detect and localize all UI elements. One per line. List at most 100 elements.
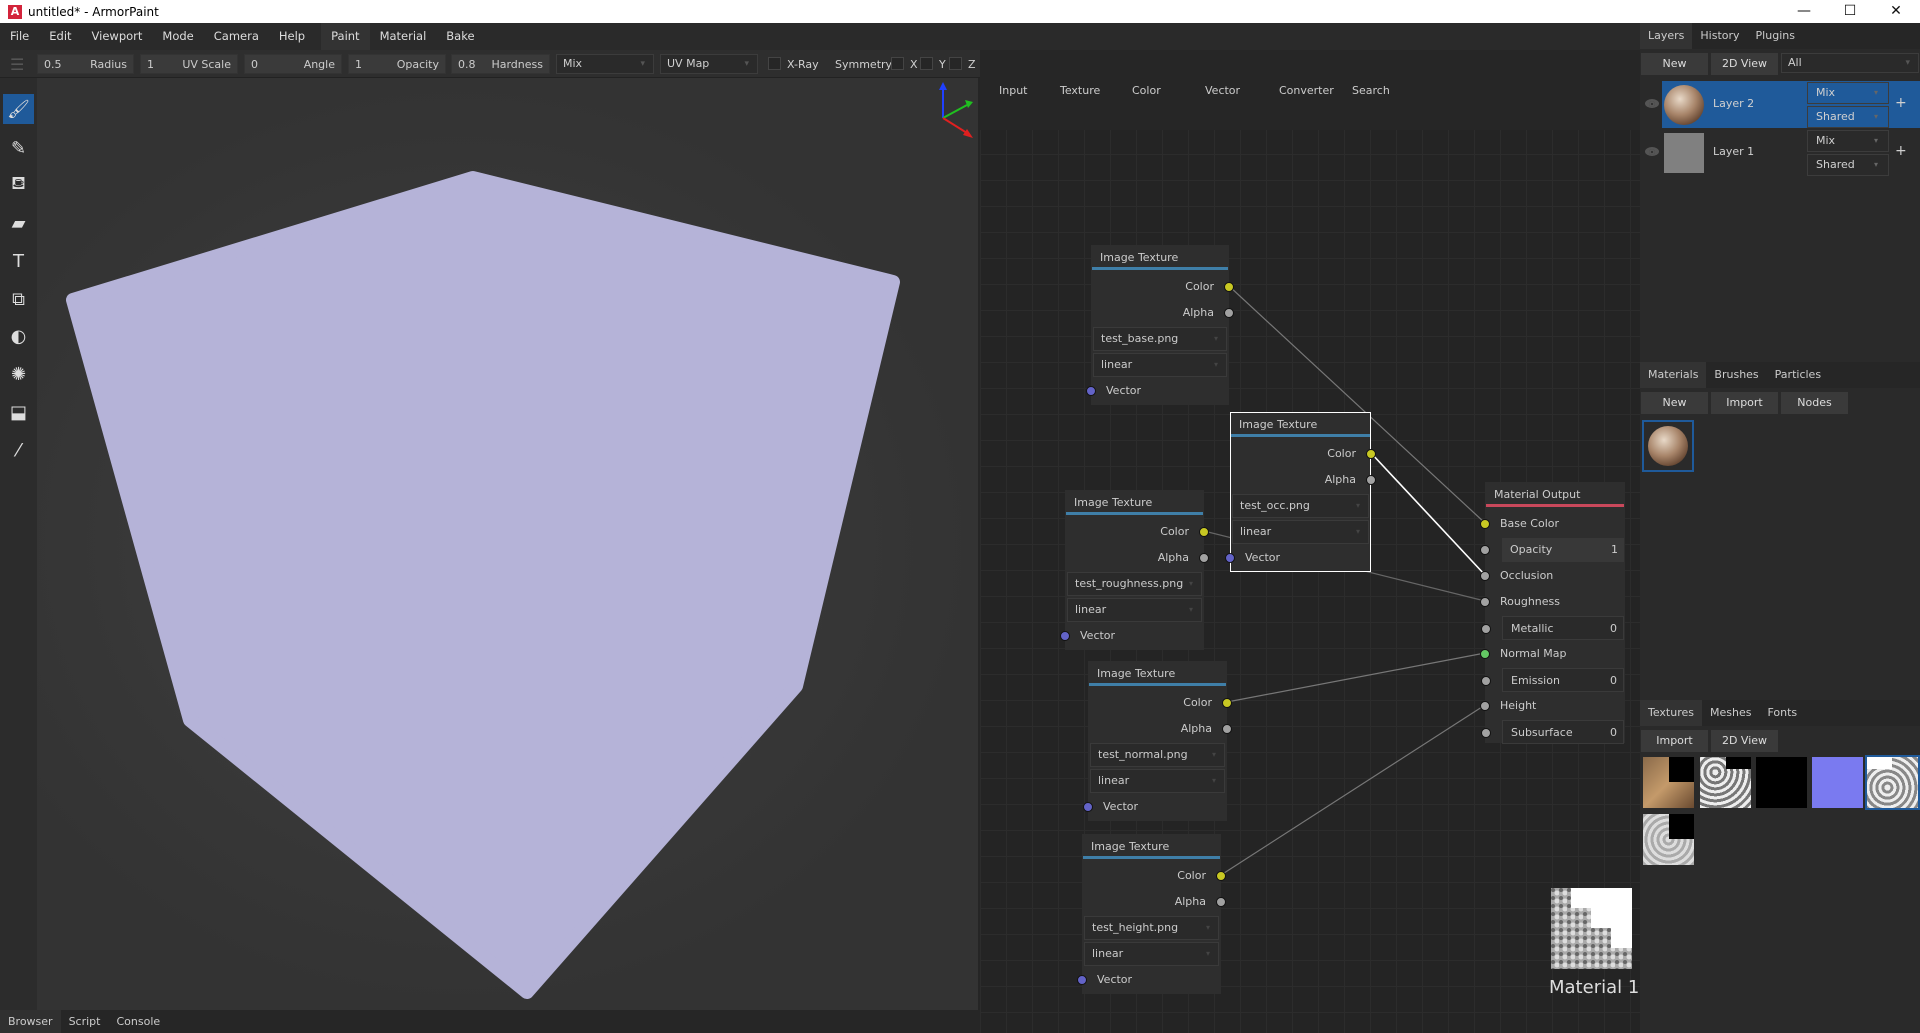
image-texture-node[interactable]: Image TextureColorAlphatest_base.pngline…: [1086, 245, 1234, 405]
tab-bake[interactable]: Bake: [446, 29, 475, 43]
category-input[interactable]: Input: [999, 84, 1028, 97]
symmetry-z-checkbox[interactable]: [949, 57, 962, 70]
image-texture-node[interactable]: Image TextureColorAlphatest_occ.pnglinea…: [1225, 412, 1376, 572]
image-file-dropdown[interactable]: test_normal.png: [1090, 743, 1225, 767]
input-socket[interactable]: [1480, 545, 1490, 555]
add-mask-button[interactable]: +: [1895, 143, 1907, 159]
import-texture-button[interactable]: Import: [1641, 730, 1708, 752]
input-socket[interactable]: [1480, 571, 1490, 581]
input-socket[interactable]: [1480, 701, 1490, 711]
menu-file[interactable]: File: [10, 29, 30, 43]
layer-filter-dropdown[interactable]: All: [1781, 53, 1919, 73]
blend-mode-dropdown[interactable]: Mix: [556, 54, 654, 74]
interpolation-dropdown[interactable]: linear: [1093, 353, 1227, 377]
image-file-dropdown[interactable]: test_height.png: [1084, 916, 1219, 940]
minimize-button[interactable]: —: [1797, 3, 1811, 19]
new-material-button[interactable]: New: [1641, 392, 1708, 414]
image-file-dropdown[interactable]: test_roughness.png: [1067, 572, 1202, 596]
category-texture[interactable]: Texture: [1060, 84, 1101, 97]
uv-map-dropdown[interactable]: UV Map: [660, 54, 758, 74]
tab-browser[interactable]: Browser: [0, 1010, 61, 1033]
layer-row-layer-2[interactable]: Layer 2 Mix Shared +: [1640, 81, 1920, 129]
alpha-output-socket[interactable]: [1199, 553, 1209, 563]
eraser-icon[interactable]: ✎: [10, 137, 27, 159]
symmetry-x-checkbox[interactable]: [891, 57, 904, 70]
input-socket[interactable]: [1481, 728, 1491, 738]
add-mask-button[interactable]: +: [1895, 95, 1907, 111]
interpolation-dropdown[interactable]: linear: [1090, 769, 1225, 793]
particle-icon[interactable]: ✺: [10, 363, 27, 385]
visibility-eye-icon[interactable]: [1645, 147, 1659, 156]
bake-icon[interactable]: ⬓: [9, 401, 27, 423]
image-file-dropdown[interactable]: test_occ.png: [1232, 494, 1369, 518]
toolbar-grip-icon[interactable]: ☰: [10, 55, 25, 74]
tab-textures[interactable]: Textures: [1640, 700, 1702, 726]
interpolation-dropdown[interactable]: linear: [1232, 520, 1369, 544]
alpha-output-socket[interactable]: [1222, 724, 1232, 734]
decal-icon[interactable]: ▰: [11, 212, 26, 234]
tab-paint[interactable]: Paint: [321, 23, 370, 50]
color-output-socket[interactable]: [1216, 871, 1226, 881]
category-color[interactable]: Color: [1132, 84, 1161, 97]
clone-icon[interactable]: ⧉: [12, 288, 25, 310]
layer-blend-dropdown[interactable]: Mix: [1807, 82, 1889, 104]
menu-help[interactable]: Help: [278, 29, 306, 43]
layer-blend-dropdown[interactable]: Mix: [1807, 130, 1889, 152]
texture-thumbnail-6[interactable]: [1643, 814, 1694, 865]
blur-icon[interactable]: ◐: [10, 325, 27, 347]
texture-thumbnail-height[interactable]: [1865, 755, 1920, 810]
text-icon[interactable]: T: [13, 250, 24, 272]
interpolation-dropdown[interactable]: linear: [1067, 598, 1202, 622]
textures-2d-view-button[interactable]: 2D View: [1711, 730, 1778, 752]
close-button[interactable]: ✕: [1890, 3, 1902, 19]
image-texture-node[interactable]: Image TextureColorAlphatest_height.pngli…: [1077, 834, 1226, 994]
color-output-socket[interactable]: [1366, 449, 1376, 459]
category-search[interactable]: Search: [1352, 84, 1390, 97]
layer-mode-dropdown[interactable]: Shared: [1807, 106, 1889, 128]
menu-camera[interactable]: Camera: [213, 29, 259, 43]
symmetry-y-checkbox[interactable]: [920, 57, 933, 70]
new-layer-button[interactable]: New: [1641, 53, 1708, 75]
vector-input-socket[interactable]: [1083, 802, 1093, 812]
interpolation-dropdown[interactable]: linear: [1084, 942, 1219, 966]
alpha-output-socket[interactable]: [1224, 308, 1234, 318]
input-socket[interactable]: [1481, 624, 1491, 634]
xray-checkbox[interactable]: [768, 57, 781, 70]
maximize-button[interactable]: ☐: [1843, 3, 1857, 19]
input-socket[interactable]: [1481, 676, 1491, 686]
category-converter[interactable]: Converter: [1279, 84, 1334, 97]
tab-plugins[interactable]: Plugins: [1755, 29, 1795, 42]
vector-input-socket[interactable]: [1225, 553, 1235, 563]
color-output-socket[interactable]: [1224, 282, 1234, 292]
tab-script[interactable]: Script: [68, 1015, 101, 1028]
input-socket[interactable]: [1480, 649, 1490, 659]
image-file-dropdown[interactable]: test_base.png: [1093, 327, 1227, 351]
menu-mode[interactable]: Mode: [162, 29, 194, 43]
input-socket[interactable]: [1480, 597, 1490, 607]
brush-icon[interactable]: 🖌: [3, 94, 34, 124]
tab-materials[interactable]: Materials: [1640, 362, 1707, 388]
image-texture-node[interactable]: Image TextureColorAlphatest_normal.pngli…: [1083, 661, 1232, 821]
menu-viewport[interactable]: Viewport: [91, 29, 143, 43]
node-editor[interactable]: Input Texture Color Vector Converter Sea…: [980, 50, 1640, 1033]
layer-row-layer-1[interactable]: Layer 1 Mix Shared +: [1640, 129, 1920, 177]
vector-input-socket[interactable]: [1060, 631, 1070, 641]
tab-material[interactable]: Material: [379, 29, 427, 43]
axis-gizmo[interactable]: [939, 82, 973, 138]
3d-viewport[interactable]: [37, 78, 978, 1010]
import-material-button[interactable]: Import: [1711, 392, 1778, 414]
layer-mode-dropdown[interactable]: Shared: [1807, 154, 1889, 176]
texture-thumbnail-roughness[interactable]: [1700, 757, 1751, 808]
texture-thumbnail-occlusion[interactable]: [1756, 757, 1807, 808]
material-slot[interactable]: [1642, 420, 1694, 472]
visibility-eye-icon[interactable]: [1645, 99, 1659, 108]
layers-2d-view-button[interactable]: 2D View: [1711, 53, 1778, 75]
